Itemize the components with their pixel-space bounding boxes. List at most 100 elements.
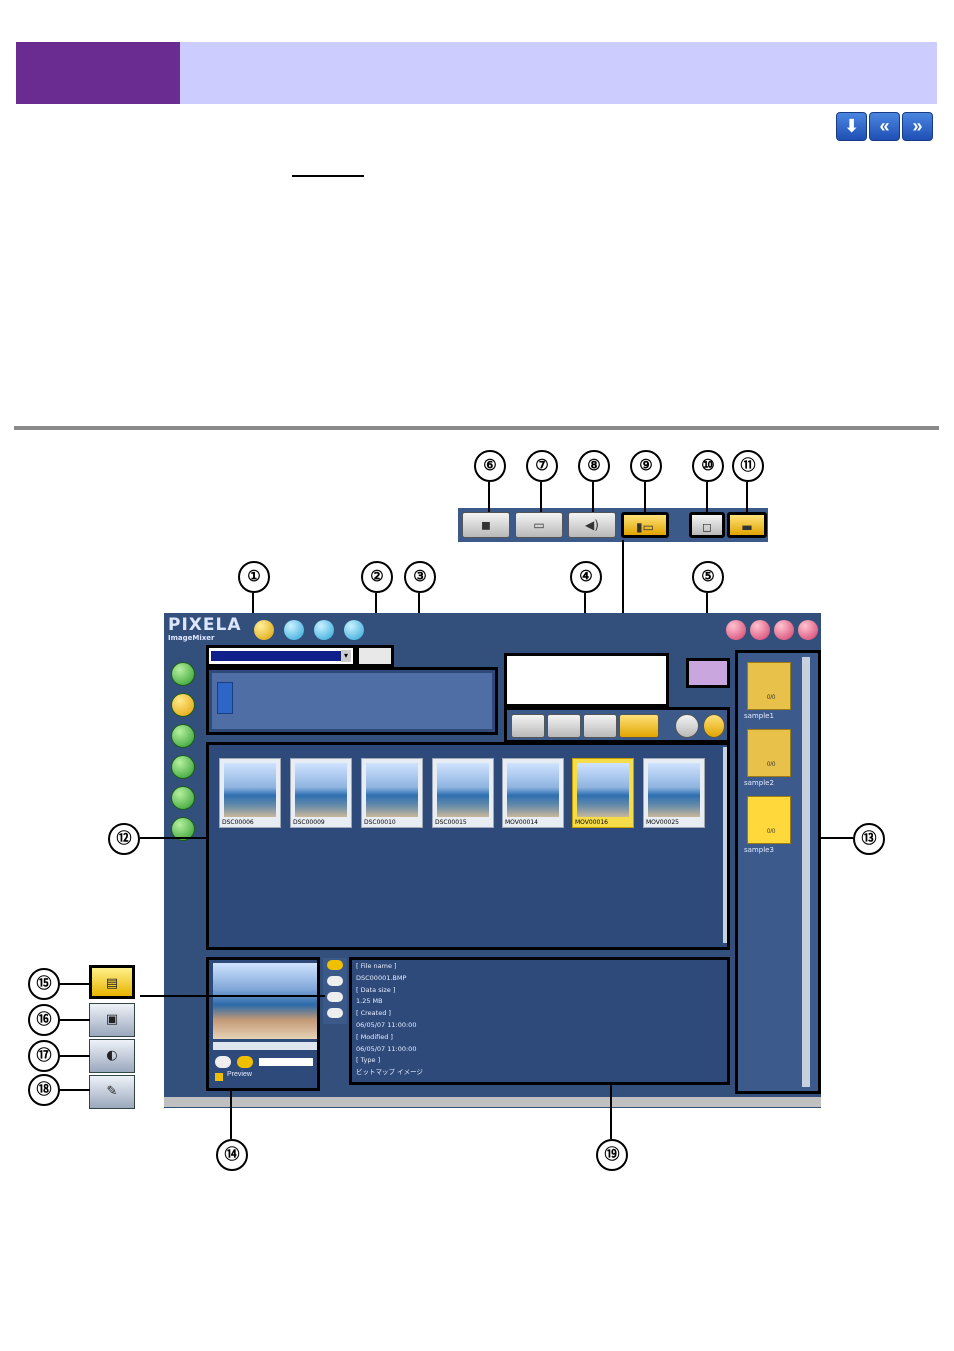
- help-icon[interactable]: [726, 620, 746, 640]
- link-underline[interactable]: [292, 175, 364, 177]
- double-right-chevron-icon[interactable]: »: [902, 112, 933, 141]
- info-tab-3[interactable]: [327, 992, 343, 1002]
- callout-14: ⑭: [216, 1139, 248, 1171]
- thumbnail-label: MOV00014: [505, 819, 538, 826]
- callout-6: ⑥: [474, 450, 506, 482]
- album-folder-2[interactable]: [747, 729, 791, 777]
- logo-text: PIXELA: [168, 615, 242, 635]
- file-info-line: ビットマップ イメージ: [356, 1068, 423, 1077]
- info-tab-4[interactable]: [327, 1008, 343, 1018]
- side-button-5[interactable]: [171, 786, 195, 810]
- file-info-line: 06/05/07 11:00:00: [356, 1021, 417, 1029]
- movie-mini-button[interactable]: [619, 714, 659, 738]
- sound-mode-button[interactable]: ◀): [568, 512, 616, 538]
- album-label-1: sample1: [744, 712, 774, 720]
- minimize-icon[interactable]: [774, 620, 794, 640]
- volume-slider[interactable]: [259, 1058, 313, 1066]
- side-button-3[interactable]: [171, 724, 195, 748]
- still-image-mode-button[interactable]: ◼: [462, 512, 510, 538]
- thumbnail-label: DSC00006: [222, 819, 254, 826]
- video-mode-button[interactable]: ▭: [515, 512, 563, 538]
- seek-bar[interactable]: [213, 1042, 317, 1050]
- file-info-line: [ Type ]: [356, 1056, 381, 1065]
- side-button-4[interactable]: [171, 755, 195, 779]
- thumbnail-label: DSC00010: [364, 819, 396, 826]
- file-info-line: 1.25 MB: [356, 997, 383, 1006]
- thumbnail-image: [437, 763, 489, 817]
- down-arrow-icon[interactable]: ⬇: [836, 112, 867, 141]
- callout-16: ⑯: [28, 1004, 60, 1036]
- thumbnail[interactable]: DSC00006: [219, 758, 281, 828]
- album-count-2: 0/0: [767, 762, 776, 768]
- info-tab-1[interactable]: [327, 960, 343, 970]
- thumbnail[interactable]: DSC00015: [432, 758, 494, 828]
- double-left-chevron-icon[interactable]: «: [869, 112, 900, 141]
- thumbnail-image: [648, 763, 700, 817]
- save-button[interactable]: ▬: [727, 512, 767, 538]
- thumbnail[interactable]: DSC00009: [290, 758, 352, 828]
- thumbnail-label: MOV00025: [646, 819, 679, 826]
- callout-4: ④: [570, 561, 602, 593]
- movie-clip-mode-button[interactable]: ▮▭: [621, 512, 669, 538]
- output-icon[interactable]: [344, 620, 364, 640]
- scrollbar[interactable]: [723, 747, 727, 943]
- album-scrollbar[interactable]: [802, 657, 810, 1087]
- preview-panel: Preview: [206, 957, 320, 1091]
- capture-icon[interactable]: [284, 620, 304, 640]
- album-icon[interactable]: [254, 620, 274, 640]
- callout-15: ⑮: [28, 968, 60, 1000]
- thumbnail-image: [295, 763, 347, 817]
- video-mini-button[interactable]: [547, 714, 581, 738]
- chevron-down-icon[interactable]: ▾: [341, 650, 351, 662]
- album-count-1: 0/0: [767, 695, 776, 701]
- callout-19: ⑲: [596, 1139, 628, 1171]
- album-folder-1[interactable]: [747, 662, 791, 710]
- pause-button[interactable]: [237, 1056, 253, 1068]
- album-label-3: sample3: [744, 846, 774, 854]
- file-info-line: DSC00001.BMP: [356, 973, 407, 982]
- folder-up-button[interactable]: [356, 645, 394, 667]
- album-mode-button[interactable]: ▤: [89, 965, 135, 999]
- title-display-area: [504, 653, 669, 707]
- callout-3: ③: [404, 561, 436, 593]
- callout-18: ⑱: [28, 1074, 60, 1106]
- app-logo: PIXELA ImageMixer: [168, 615, 246, 643]
- exit-button[interactable]: [686, 658, 730, 688]
- info-tab-2[interactable]: [327, 976, 343, 986]
- callout-10: ⑩: [692, 450, 724, 482]
- disc-mode-button[interactable]: ◐: [89, 1039, 135, 1073]
- sound-mini-button[interactable]: [583, 714, 617, 738]
- drive-select[interactable]: ▾: [206, 645, 356, 667]
- file-info-line: [ Modified ]: [356, 1032, 393, 1041]
- stop-button[interactable]: ◻: [689, 512, 725, 538]
- callout-5: ⑤: [692, 561, 724, 593]
- thumbnail-label: MOV00016: [575, 819, 608, 826]
- stop-mini-button[interactable]: [675, 714, 699, 738]
- folder-tree-panel[interactable]: [206, 667, 498, 735]
- thumbnail-image: [366, 763, 418, 817]
- album-folder-3[interactable]: [747, 796, 791, 844]
- side-button-1[interactable]: [171, 662, 195, 686]
- app-status-strip: [164, 1097, 821, 1107]
- thumbnail[interactable]: MOV00014: [502, 758, 564, 828]
- edit-icon[interactable]: [314, 620, 334, 640]
- album-label-2: sample2: [744, 779, 774, 787]
- album-count-3: 0/0: [767, 829, 776, 835]
- thumbnail-image: [224, 763, 276, 817]
- settings-icon[interactable]: [750, 620, 770, 640]
- thumbnail[interactable]: DSC00010: [361, 758, 423, 828]
- save-mini-button[interactable]: [703, 714, 725, 738]
- callout-1: ①: [238, 561, 270, 593]
- thumbnail-image: [577, 763, 629, 817]
- capture-mode-button[interactable]: ▣: [89, 1003, 135, 1037]
- preview-label: Preview: [227, 1071, 252, 1078]
- edit-mode-button[interactable]: ✎: [89, 1075, 135, 1109]
- in-app-mode-toolbar: [504, 707, 730, 743]
- folder-icon[interactable]: [217, 682, 233, 714]
- still-image-mini-button[interactable]: [511, 714, 545, 738]
- side-button-2[interactable]: [171, 693, 195, 717]
- play-button[interactable]: [215, 1056, 231, 1068]
- close-icon[interactable]: [798, 620, 818, 640]
- thumbnail[interactable]: MOV00016: [572, 758, 634, 828]
- thumbnail[interactable]: MOV00025: [643, 758, 705, 828]
